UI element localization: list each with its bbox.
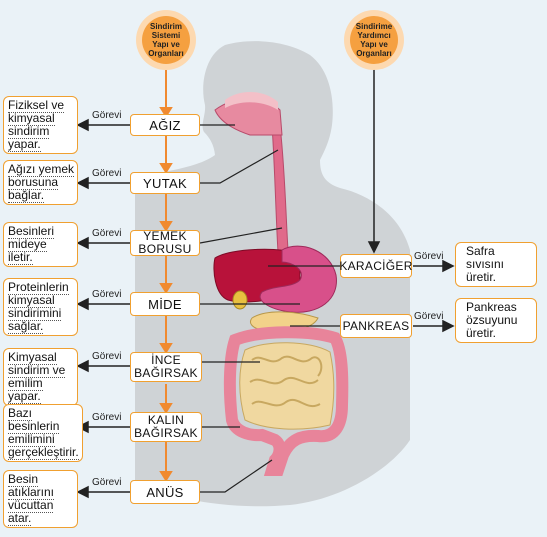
gorevi-label-pankreas: Görevi — [414, 311, 443, 322]
organ-box-yutak: YUTAK — [130, 172, 200, 194]
task-pankreas-line3: üretir. — [466, 326, 496, 340]
helper-circle-line1: Sindirime — [344, 22, 404, 31]
task-pankreas-line1: Pankreas — [466, 300, 517, 314]
task-box-agiz: Fiziksel ve kimyasal sindirim yapar. — [3, 96, 78, 154]
gallbladder — [233, 291, 247, 309]
task-yemek-borusu-line3: iletir. — [8, 250, 33, 265]
task-karaciger-line3: üretir. — [466, 270, 496, 284]
task-box-pankreas: Pankreas özsuyunu üretir. — [455, 298, 537, 343]
task-ince-bagirsak-line3: emilim yapar. — [8, 376, 43, 404]
task-box-karaciger: Safra sıvısını üretir. — [455, 242, 537, 287]
main-circle-line3: Yapı ve — [136, 40, 196, 49]
task-pankreas-line2: özsuyunu — [466, 313, 517, 327]
task-kalin-bagirsak-line4: gerçekleştirir. — [8, 445, 79, 460]
task-karaciger-line2: sıvısını — [466, 257, 504, 271]
task-yutak-line3: bağlar. — [8, 188, 44, 203]
gorevi-label-ince-bagirsak: Görevi — [92, 351, 121, 362]
task-mide-line4: sağlar. — [8, 319, 43, 334]
task-box-yutak: Ağızı yemek borusuna bağlar. — [3, 160, 78, 205]
gorevi-label-anus: Görevi — [92, 477, 121, 488]
gorevi-label-kalin-bagirsak: Görevi — [92, 412, 121, 423]
gorevi-label-agiz: Görevi — [92, 110, 121, 121]
helper-box-karaciger: KARACİĞER — [340, 254, 412, 278]
task-box-ince-bagirsak: Kimyasal sindirim ve emilim yapar. — [3, 348, 78, 406]
organ-box-mide: MİDE — [130, 292, 200, 316]
task-box-mide: Proteinlerin kimyasal sindirimini sağlar… — [3, 278, 78, 336]
helper-box-pankreas: PANKREAS — [340, 314, 412, 338]
organ-box-kalin-bagirsak: KALIN BAĞIRSAK — [130, 412, 202, 442]
main-circle-line4: Organları — [136, 49, 196, 58]
task-agiz-line3: sindirim yapar. — [8, 124, 49, 152]
task-box-anus: Besin atıklarını vücuttan atar. — [3, 470, 78, 528]
helper-circle-label: Sindirime Yardımcı Yapı ve Organları — [344, 22, 404, 58]
task-box-yemek-borusu: Besinleri mideye iletir. — [3, 222, 78, 267]
gorevi-label-yutak: Görevi — [92, 168, 121, 179]
helper-circle-line2: Yardımcı — [344, 31, 404, 40]
organ-box-ince-bagirsak: İNCE BAĞIRSAK — [130, 352, 202, 382]
organ-box-agiz: AĞIZ — [130, 114, 200, 136]
main-circle-line2: Sistemi — [136, 31, 196, 40]
main-circle-line1: Sindirim — [136, 22, 196, 31]
organ-box-yemek-borusu: YEMEK BORUSU — [130, 230, 200, 256]
gorevi-label-yemek-borusu: Görevi — [92, 228, 121, 239]
task-anus-line3: vücuttan atar. — [8, 498, 53, 526]
helper-circle-line3: Yapı ve — [344, 40, 404, 49]
helper-circle-line4: Organları — [344, 49, 404, 58]
gorevi-label-mide: Görevi — [92, 289, 121, 300]
task-karaciger-line1: Safra — [466, 244, 495, 258]
task-box-kalin-bagirsak: Bazı besinlerin emilimini gerçekleştirir… — [3, 404, 83, 462]
main-circle-label: Sindirim Sistemi Yapı ve Organları — [136, 22, 196, 58]
gorevi-label-karaciger: Görevi — [414, 251, 443, 262]
organ-box-anus: ANÜS — [130, 480, 200, 504]
